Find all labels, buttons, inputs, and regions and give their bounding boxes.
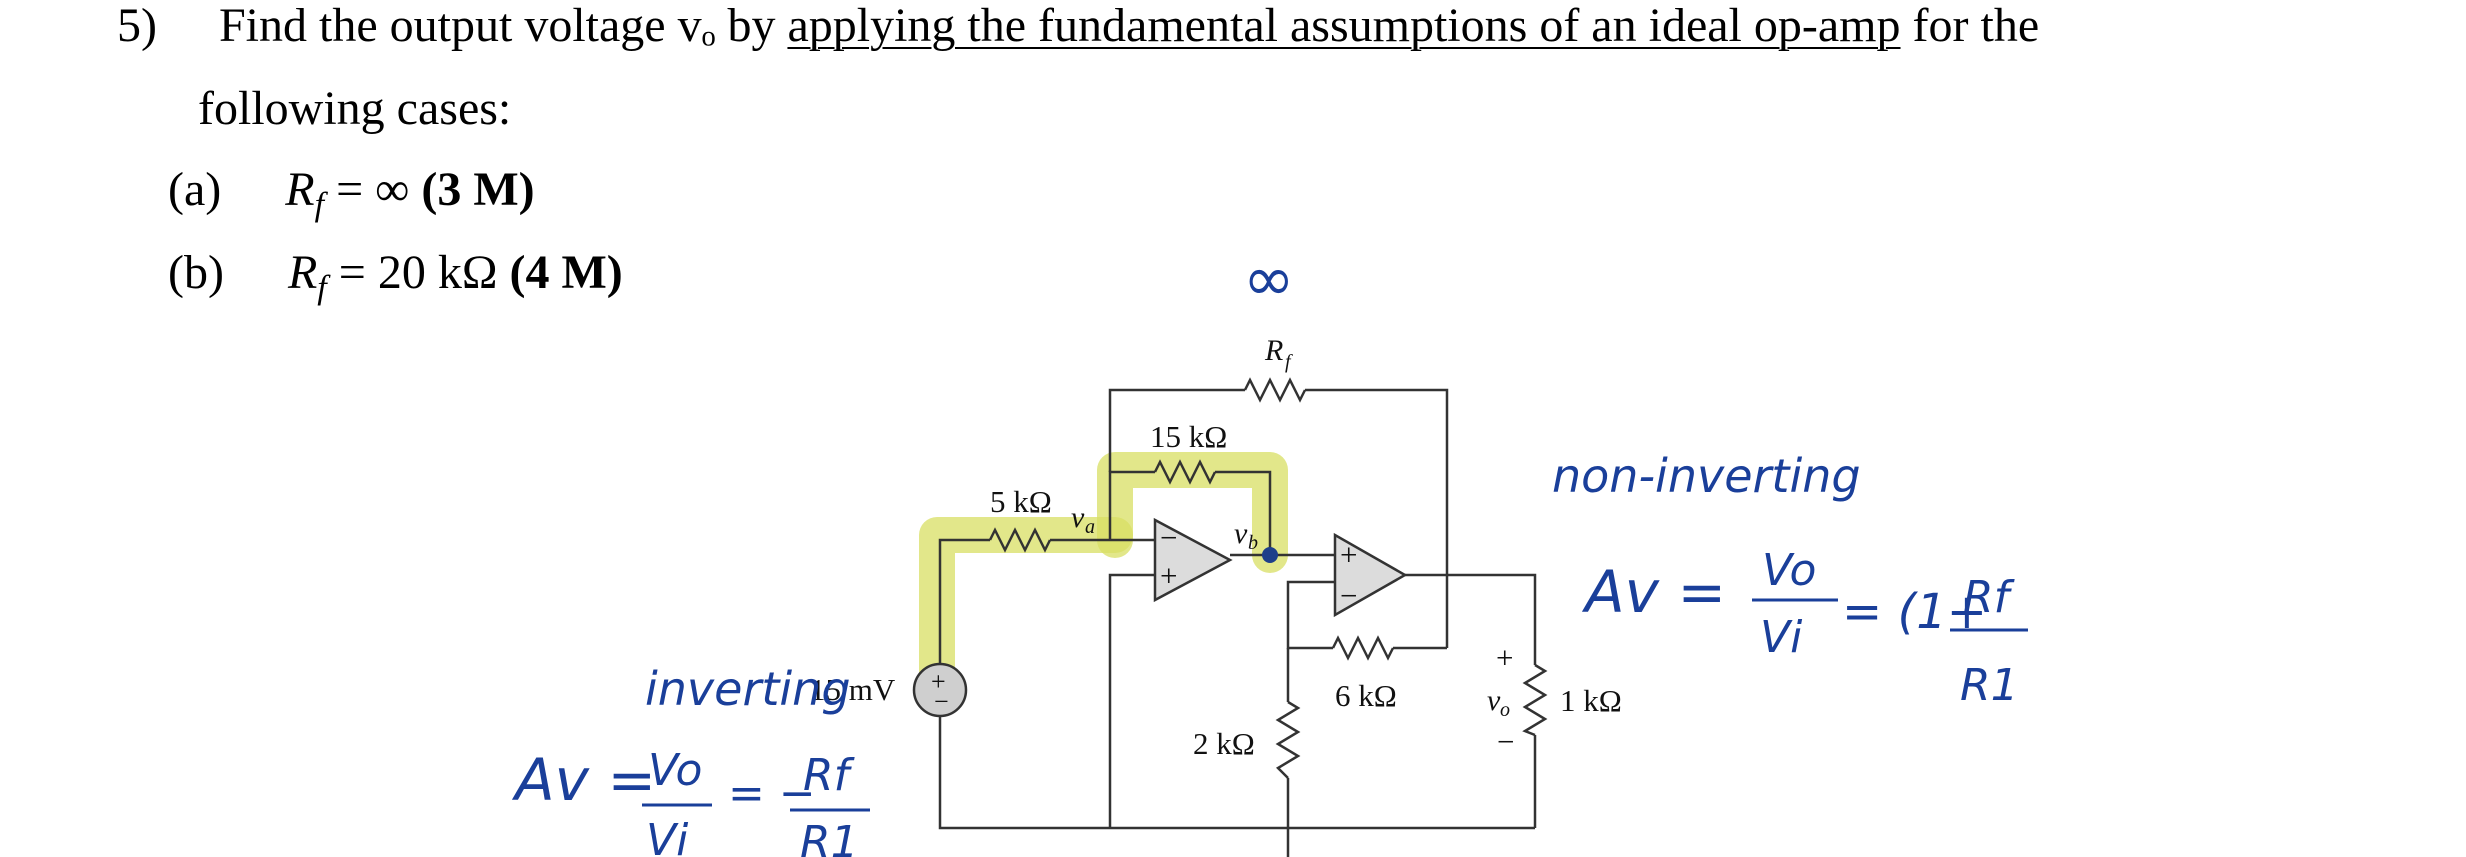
r5-label: 5 kΩ <box>990 484 1052 519</box>
case-a-label: (a) <box>168 163 222 216</box>
hand-r1-2: R1 <box>800 817 859 857</box>
hand-vi-1: Vi <box>1760 612 1803 663</box>
case-b-label: (b) <box>168 246 224 299</box>
vo-plus: + <box>1496 640 1513 675</box>
resistor-5k <box>988 527 1052 553</box>
case-b: (b) Rf = 20 kΩ (4 M) <box>168 249 623 306</box>
resistor-rf <box>1243 377 1307 403</box>
op-amp-2-plus: + <box>1340 537 1357 572</box>
r2-label: 2 kΩ <box>1193 726 1255 761</box>
r1-label: 1 kΩ <box>1560 683 1622 718</box>
resistor-6k <box>1331 635 1395 661</box>
source-plus: + <box>931 667 946 696</box>
rf-label-sub: f <box>1285 351 1293 373</box>
question-line-2: following cases: <box>198 85 511 133</box>
hand-vo-1: Vo <box>1762 545 1816 596</box>
va-label: v <box>1071 501 1085 534</box>
r15-label: 15 kΩ <box>1150 419 1227 454</box>
op-amp-1: − + <box>1153 517 1233 603</box>
vb-label: v <box>1234 517 1248 550</box>
case-a-var: R <box>285 163 315 216</box>
resistor-2k <box>1275 700 1301 779</box>
wires <box>938 388 1537 857</box>
r6-label: 6 kΩ <box>1335 678 1397 713</box>
question-text-start: Find the output voltage vₒ by <box>218 0 788 52</box>
node-vb-dot <box>1262 547 1278 563</box>
case-b-eq: = 20 kΩ <box>326 246 510 299</box>
question-text-underlined: applying the fundamental assumptions of … <box>787 0 1901 52</box>
case-b-marks: (4 M) <box>509 246 623 299</box>
question-number: 5) <box>117 0 157 52</box>
handwritten-notes: ∞ non-inverting Av = Vo Vi = (1+ Rf R1 i… <box>511 242 2028 857</box>
vo-label: v <box>1487 684 1501 717</box>
case-a-marks: (3 M) <box>421 163 535 216</box>
voltage-source: + − <box>912 662 968 718</box>
op-amp-1-plus: + <box>1160 558 1177 593</box>
hand-r1-1: R1 <box>1960 660 2019 711</box>
case-b-sub: f <box>317 269 327 307</box>
hand-non-inverting: non-inverting <box>1552 449 1861 503</box>
vo-minus: − <box>1497 724 1514 759</box>
vo-sub: o <box>1500 699 1510 721</box>
resistor-1k <box>1522 663 1548 737</box>
hand-av-inv: Av = <box>511 746 656 814</box>
case-a: (a) Rf = ∞ (3 M) <box>168 166 535 223</box>
va-sub: a <box>1085 516 1095 538</box>
hand-vo-2: Vo <box>648 745 702 796</box>
source-label: 15 mV <box>810 672 896 707</box>
question-line-1: 5) Find the output voltage vₒ by applyin… <box>117 2 2039 50</box>
question-text-end: for the <box>1900 0 2040 52</box>
question-line-2-text: following cases: <box>198 82 512 135</box>
op-amp-1-minus: − <box>1160 520 1177 555</box>
case-b-var: R <box>287 246 318 299</box>
case-a-sub: f <box>314 186 325 224</box>
rf-label: R <box>1264 334 1283 367</box>
highlight-strokes <box>919 452 1288 690</box>
source-minus: − <box>934 687 949 716</box>
hand-rf-1: Rf <box>1963 572 2016 623</box>
resistor-15k <box>1153 459 1217 485</box>
hand-av-noninv: Av = <box>1581 558 1726 626</box>
hand-rf-2: Rf <box>803 750 856 801</box>
vb-sub: b <box>1248 532 1258 554</box>
hand-inverting: inverting <box>645 662 851 716</box>
op-amp-2-minus: − <box>1340 578 1357 613</box>
case-a-eq: = ∞ <box>324 163 422 216</box>
hand-infinity: ∞ <box>1243 242 1295 315</box>
op-amp-2: + − <box>1333 532 1408 618</box>
hand-vi-2: Vi <box>646 815 689 857</box>
